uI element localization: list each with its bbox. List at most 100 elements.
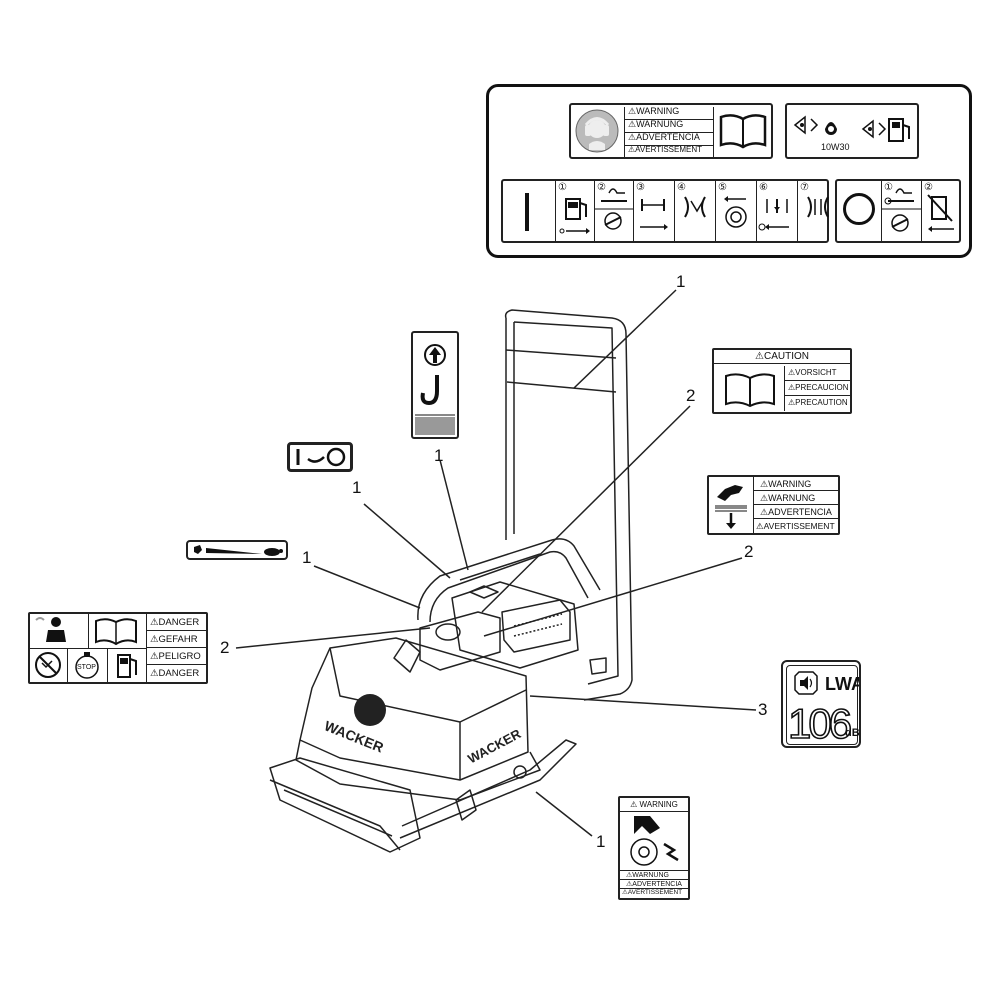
- speed-range-icon: [194, 545, 283, 556]
- callout-leader-1a: [573, 289, 677, 389]
- rabbit-icon: [194, 545, 202, 554]
- start-steps: ① ②: [555, 181, 838, 241]
- caution-label: ⚠CAUTION ⚠VORSICHT ⚠PRECAUCION ⚠PRECAUTI…: [712, 348, 852, 414]
- callout-number: 1: [352, 478, 362, 497]
- step-number: ①: [884, 182, 893, 193]
- exhaust-hazard-icon: [35, 617, 66, 642]
- stop-step-2: ②: [921, 181, 960, 241]
- callout-number: 2: [744, 542, 754, 561]
- sound-value-number: 106: [788, 700, 851, 744]
- base-plate: [269, 757, 421, 853]
- manual-book-icon: [722, 370, 778, 413]
- hand-warning-text-block: ⚠WARNING ⚠WARNUNG ⚠ADVERTENCIA ⚠AVERTISS…: [753, 477, 839, 533]
- danger-line-4: ⚠DANGER: [150, 668, 200, 679]
- callout-number: 2: [686, 386, 696, 405]
- callout-number: 2: [220, 638, 230, 657]
- belt-warning-top: ⚠ WARNING: [620, 798, 688, 812]
- start-step-2: ②: [594, 181, 633, 241]
- step-number: ④: [677, 182, 686, 193]
- danger-icons-row-1: [30, 614, 146, 649]
- start-step-3: ③: [633, 181, 674, 241]
- start-step-6: ⑥: [756, 181, 797, 241]
- belt-guard-warning-label: ⚠ WARNING ⚠WARNUNG ⚠ADVERTENCIA ⚠AVERTIS…: [618, 796, 690, 900]
- caution-line-1: ⚠VORSICHT: [785, 366, 851, 381]
- lifting-point-label: [411, 331, 459, 439]
- lwa-symbol: LWA: [825, 674, 859, 694]
- choke-off-icon: [758, 199, 789, 231]
- throttle-icon: [640, 199, 668, 230]
- fuel-pump-icon: [117, 654, 137, 678]
- start-step-7: ⑦: [797, 181, 838, 241]
- stop-step-1: ①: [881, 181, 922, 241]
- throttle-speed-label: [186, 540, 288, 560]
- callout-leader-2c: [235, 627, 431, 649]
- ppe-warning-label: ⚠WARNING ⚠WARNUNG ⚠ADVERTENCIA ⚠AVERTISS…: [569, 103, 773, 159]
- throttle-low-icon: [684, 196, 706, 218]
- hand-warning-label: ⚠WARNING ⚠WARNUNG ⚠ADVERTENCIA ⚠AVERTISS…: [707, 475, 840, 535]
- stop-sequence-label: ① ②: [835, 179, 961, 243]
- ppe-warning-text-block: ⚠WARNING ⚠WARNUNG ⚠ADVERTENCIA ⚠AVERTISS…: [624, 107, 714, 157]
- on-symbol-icon: [525, 193, 529, 231]
- start-step-4: ④: [674, 181, 715, 241]
- warning-line-3: ⚠ADVERTENCIA: [625, 133, 713, 146]
- stop-text: STOP: [77, 664, 96, 671]
- start-step-5: ⑤: [715, 181, 756, 241]
- svg-text:WACKER: WACKER: [465, 726, 524, 767]
- belt-warning-line-1: ⚠WARNUNG: [620, 871, 688, 880]
- hand-warning-line-1: ⚠WARNING: [754, 477, 839, 491]
- danger-icons-row-2: STOP: [30, 649, 146, 682]
- speaker-icon: [794, 671, 818, 695]
- oil-grade-text: 10W30: [821, 142, 850, 152]
- brand-logo: WACKER WACKER: [322, 694, 524, 766]
- start-sequence-label: ① ②: [501, 179, 829, 243]
- throttle-off-icon: [882, 188, 922, 232]
- stop-engine-icon: [75, 652, 99, 679]
- danger-line-1: ⚠DANGER: [147, 614, 207, 631]
- engine: [451, 581, 579, 669]
- belt-warning-line-2: ⚠ADVERTENCIA: [620, 880, 688, 889]
- off-symbol-icon: [843, 193, 875, 225]
- oil-can-icon: [791, 111, 849, 146]
- callout-number: 3: [758, 700, 768, 719]
- lwa-text: LWA: [825, 674, 859, 694]
- callout-leader-1c: [363, 503, 451, 579]
- callout-leader-1b: [439, 459, 469, 571]
- sound-value: 106 dB: [787, 699, 860, 744]
- lifting-hook-icon: [415, 344, 455, 435]
- belt-warning-line-3: ⚠AVERTISSEMENT: [622, 889, 683, 896]
- lift-frame: [417, 538, 601, 623]
- housing: [299, 637, 529, 781]
- hand-crush-icon: [711, 479, 751, 536]
- step-number: ⑥: [759, 182, 768, 193]
- callout-number: 1: [434, 446, 444, 465]
- callout-leader-1d: [313, 565, 421, 609]
- recoil-start-icon: [724, 196, 747, 228]
- callout-number: 1: [596, 832, 606, 851]
- callout-number: 1: [302, 548, 312, 567]
- step-number: ②: [924, 182, 933, 193]
- callout-leader-1e: [535, 791, 593, 837]
- guide-handle: [504, 309, 633, 701]
- fuel-valve-icon: [559, 198, 590, 234]
- manual-book-icon: [717, 111, 769, 156]
- manual-book-icon: [95, 618, 137, 646]
- step-number: ⑦: [800, 182, 809, 193]
- step-number: ③: [636, 182, 645, 193]
- sound-value-unit: dB: [845, 727, 860, 739]
- hand-warning-line-3: ⚠ADVERTENCIA: [754, 505, 839, 519]
- danger-label: STOP ⚠DANGER ⚠GEFAHR ⚠PELIGRO ⚠DANGER: [28, 612, 208, 684]
- belt-pulley-icon: [296, 447, 346, 467]
- no-smoking-icon: [35, 652, 61, 678]
- throttle-high-icon: [807, 196, 829, 218]
- step-number: ⑤: [718, 182, 727, 193]
- belt-entanglement-icon: [630, 816, 679, 866]
- oil-fuel-label: 10W30: [785, 103, 919, 159]
- callout-leader-2b: [483, 557, 743, 637]
- callout-leader-3: [529, 695, 757, 711]
- warning-line-2: ⚠WARNUNG: [625, 120, 713, 133]
- caution-title: ⚠CAUTION: [714, 350, 850, 364]
- hearing-protection-icon: [574, 108, 620, 154]
- choke-icon: [595, 188, 633, 230]
- step-number: ①: [558, 182, 567, 193]
- hand-warning-line-2: ⚠WARNUNG: [754, 491, 839, 505]
